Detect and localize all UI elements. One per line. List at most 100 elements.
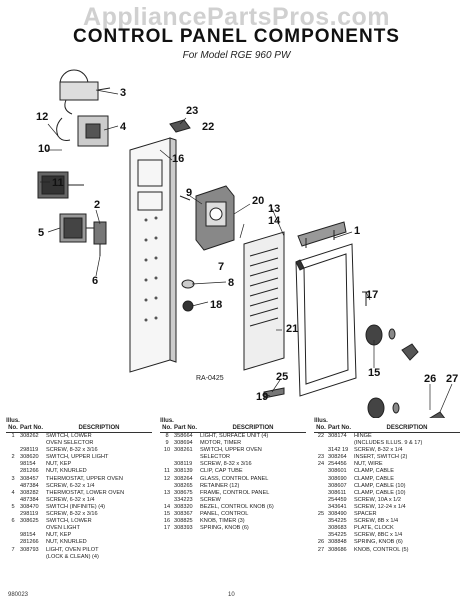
parts-illus-no: 11 — [164, 468, 170, 475]
header-part-no: Part No. — [174, 425, 198, 431]
parts-part-no: 354225 — [328, 532, 347, 539]
parts-part-no: 343641 — [328, 503, 347, 510]
hinge-part — [297, 221, 347, 248]
parts-row: OVEN SELECTOR — [6, 440, 152, 447]
parts-description: SCREW — [200, 496, 221, 503]
parts-part-no: 308264 — [174, 475, 193, 482]
parts-description: PLATE, CLOCK — [354, 525, 394, 532]
parts-illus-no: 4 — [11, 489, 15, 496]
parts-illus-no: 12 — [163, 475, 171, 482]
parts-part-no: 308683 — [328, 525, 347, 532]
callout-22: 22 — [202, 121, 214, 133]
parts-description: CLAMP, CABLE — [354, 468, 395, 475]
parts-illus-no: 22 — [317, 433, 325, 439]
parts-part-no: 487384 — [20, 496, 39, 503]
thermostat-upper-oven-part — [59, 69, 111, 115]
parts-part-no: 308282 — [20, 489, 39, 496]
parts-part-no: 308625 — [20, 518, 39, 525]
parts-illus-no: 2 — [11, 454, 15, 461]
parts-part-no: 281266 — [20, 539, 39, 546]
callout-7: 7 — [218, 261, 224, 273]
parts-part-no: 308470 — [20, 503, 39, 510]
callout-20: 20 — [252, 195, 264, 207]
parts-part-no: 308393 — [174, 525, 193, 532]
callout-5: 5 — [38, 227, 44, 239]
parts-row: 6 308625 SWITCH, LOWER — [6, 518, 152, 525]
parts-description: NUT, WIRE — [354, 461, 383, 468]
header-part-no: Part No. — [20, 425, 44, 431]
parts-part-no: 334223 — [174, 496, 193, 503]
switch-insert-part — [169, 119, 191, 133]
parts-part-no: 254456 — [328, 461, 347, 468]
pilot-light-part — [181, 279, 195, 312]
parts-part-no: 308174 — [328, 433, 347, 439]
parts-part-no: 308320 — [174, 503, 193, 510]
callout-8: 8 — [228, 277, 234, 289]
parts-illus-no: 23 — [317, 454, 325, 461]
control-panel-glass-part — [243, 231, 285, 371]
parts-description: GLASS, CONTROL PANEL — [200, 475, 269, 482]
parts-part-no: 308264 — [328, 454, 347, 461]
header-part-no: Part No. — [328, 425, 352, 431]
parts-description: CLAMP, CABLE (10) — [354, 482, 406, 489]
parts-illus-no: 6 — [11, 518, 15, 525]
callout-16: 16 — [172, 153, 184, 165]
parts-description: SWITCH, UPPER OVEN — [200, 447, 262, 454]
parts-part-no: 308690 — [328, 475, 347, 482]
header-illus-no: Illus. No. — [160, 418, 174, 431]
parts-illus-no: 17 — [163, 525, 171, 532]
parts-illus-no: 14 — [163, 503, 171, 510]
parts-part-no: 308261 — [174, 447, 193, 454]
header-description: DESCRIPTION — [78, 425, 120, 431]
parts-illus-no: 10 — [163, 447, 171, 454]
parts-illus-no: 5 — [11, 503, 15, 510]
parts-illus-no: 9 — [165, 440, 169, 447]
parts-illus-no: 15 — [163, 511, 171, 518]
parts-part-no: 298119 — [20, 447, 39, 454]
parts-part-no: 308265 — [174, 482, 193, 489]
parts-part-no: 308825 — [174, 518, 193, 525]
exploded-parts-diagram: 3 4 12 10 11 2 5 6 23 22 16 9 20 13 14 8… — [36, 69, 458, 418]
parts-description: SCREW, 8-32 x 1/4 — [354, 447, 403, 454]
parts-description: HINGE — [354, 433, 372, 439]
parts-part-no: 298119 — [20, 511, 39, 518]
light-switch-part — [93, 221, 107, 256]
callout-17: 17 — [366, 289, 378, 301]
parts-description: KNOB, CONTROL (5) — [354, 546, 409, 553]
upper-oven-selector-switch-part — [37, 171, 84, 199]
parts-part-no: 308457 — [20, 475, 39, 482]
parts-description: LIGHT, OVEN PILOT — [46, 546, 99, 553]
parts-description: SWITCH, LOWER — [46, 518, 92, 525]
header-description: DESCRIPTION — [386, 425, 428, 431]
header-illus-no: Illus. No. — [6, 418, 20, 431]
thermostat-lower-oven-part — [56, 115, 109, 147]
parts-part-no: 308694 — [174, 440, 193, 447]
